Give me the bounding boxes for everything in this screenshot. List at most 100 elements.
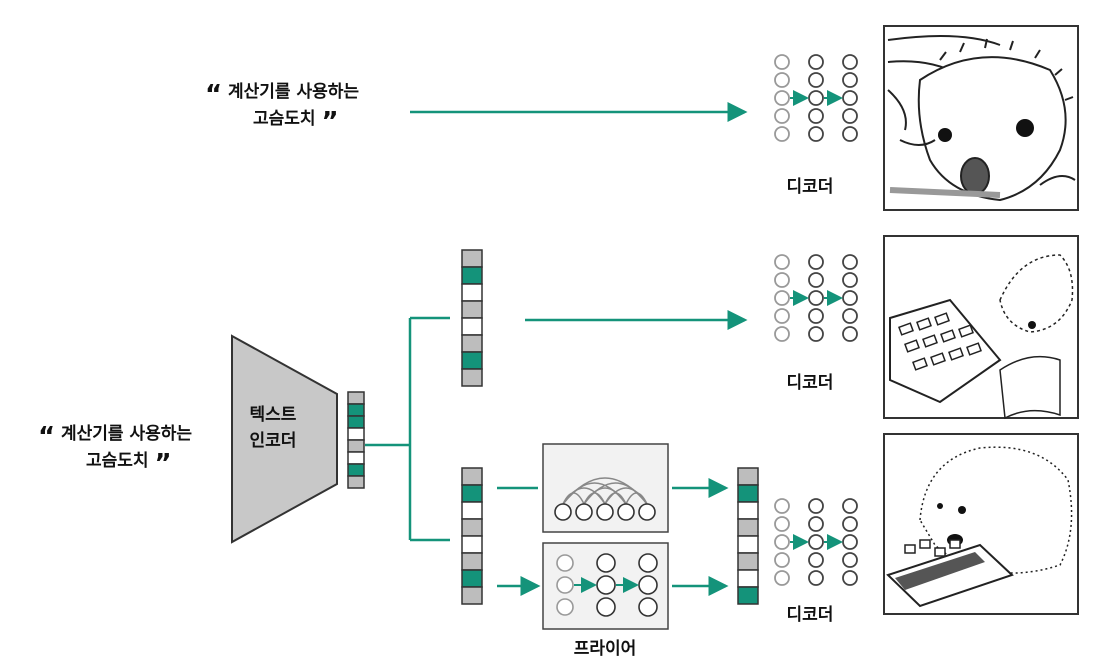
decoder-node — [842, 290, 858, 306]
decoder-label-3: 디코더 — [786, 605, 834, 625]
vector-cell — [461, 518, 483, 537]
decoder-node — [808, 126, 824, 142]
decoder-grid-2 — [774, 254, 858, 342]
decoder-node — [808, 326, 824, 342]
vector-cell — [347, 475, 365, 489]
prompt-line1: 계산기를 사용하는 — [61, 424, 193, 444]
middle-vector-top — [461, 249, 483, 387]
vector-cell — [461, 535, 483, 554]
vector-cell — [461, 552, 483, 571]
vector-cell — [347, 403, 365, 417]
prior-grid-node — [638, 597, 658, 617]
prior-grid-node — [638, 575, 658, 595]
decoder-label-2: 디코더 — [786, 373, 834, 393]
decoder-node — [774, 498, 790, 514]
decoder-node — [842, 552, 858, 568]
vector-cell — [461, 569, 483, 588]
encoder-line1: 텍스트 — [249, 405, 297, 425]
vector-cell — [347, 391, 365, 405]
prior-grid-node — [596, 553, 616, 573]
decoder-node — [774, 308, 790, 324]
decoder-node — [808, 272, 824, 288]
open-quote: “ — [38, 422, 56, 452]
prior-label: 프라이어 — [573, 639, 637, 659]
prior-node — [575, 503, 593, 521]
vector-cell — [461, 484, 483, 503]
vector-cell — [461, 501, 483, 520]
vector-cell — [461, 266, 483, 285]
decoder-node — [842, 498, 858, 514]
encoder-output-vector — [347, 391, 365, 489]
decoder-node — [774, 570, 790, 586]
decoder-node — [808, 254, 824, 270]
vector-cell — [461, 351, 483, 370]
decoder-node — [808, 290, 824, 306]
attention-arc — [604, 487, 648, 505]
text-encoder-shape — [231, 334, 338, 544]
decoder-node — [842, 72, 858, 88]
decoder-node — [808, 308, 824, 324]
decoder-node — [808, 108, 824, 124]
decoder-node — [842, 272, 858, 288]
decoder-node — [774, 326, 790, 342]
prior-grid-node — [556, 554, 574, 572]
decoder-grid-1 — [774, 54, 858, 142]
vector-cell — [737, 467, 759, 486]
prompt-line1: 계산기를 사용하는 — [228, 82, 360, 102]
prior-node — [596, 503, 614, 521]
vector-cell — [737, 484, 759, 503]
vector-cell — [461, 300, 483, 319]
decoder-node — [774, 516, 790, 532]
close-quote: ” — [154, 449, 172, 479]
vector-cell — [347, 439, 365, 453]
vector-cell — [737, 586, 759, 605]
vector-cell — [737, 535, 759, 554]
decoder-node — [774, 272, 790, 288]
vector-cell — [461, 283, 483, 302]
prior-grid-node — [556, 576, 574, 594]
vector-cell — [461, 249, 483, 268]
prior-grid-node — [596, 597, 616, 617]
close-quote: ” — [321, 107, 339, 137]
output-image-1 — [883, 25, 1079, 211]
prior-grid-node — [596, 575, 616, 595]
decoder-node — [808, 534, 824, 550]
decoder-node — [808, 498, 824, 514]
decoder-node — [842, 254, 858, 270]
decoder-node — [774, 552, 790, 568]
attention-arc — [625, 492, 648, 505]
prior-output-vector — [737, 467, 759, 605]
prompt-text-top: “ 계산기를 사용하는 고슴도치 ” — [205, 80, 405, 137]
decoder-node — [842, 108, 858, 124]
decoder-node — [842, 570, 858, 586]
prior-node-grid — [556, 553, 658, 617]
decoder-node — [808, 72, 824, 88]
decoder-node — [842, 308, 858, 324]
vector-cell — [347, 427, 365, 441]
output-image-3 — [883, 433, 1079, 615]
vector-cell — [461, 334, 483, 353]
vector-cell — [461, 586, 483, 605]
decoder-node — [842, 326, 858, 342]
decoder-node — [774, 108, 790, 124]
decoder-node — [842, 90, 858, 106]
vector-cell — [347, 415, 365, 429]
prompt-line2: 고슴도치 — [253, 109, 316, 129]
vector-cell — [461, 368, 483, 387]
vector-cell — [737, 552, 759, 571]
vector-cell — [737, 569, 759, 588]
vector-cell — [347, 463, 365, 477]
prompt-text-bottom: “ 계산기를 사용하는 고슴도치 ” — [38, 422, 238, 479]
decoder-node — [842, 126, 858, 142]
vector-cell — [461, 317, 483, 336]
decoder-node — [808, 552, 824, 568]
prior-node — [617, 503, 635, 521]
decoder-node — [842, 54, 858, 70]
decoder-node — [774, 90, 790, 106]
decoder-node — [808, 570, 824, 586]
vector-cell — [461, 467, 483, 486]
decoder-node — [842, 516, 858, 532]
decoder-label-1: 디코더 — [786, 177, 834, 197]
decoder-node — [774, 72, 790, 88]
